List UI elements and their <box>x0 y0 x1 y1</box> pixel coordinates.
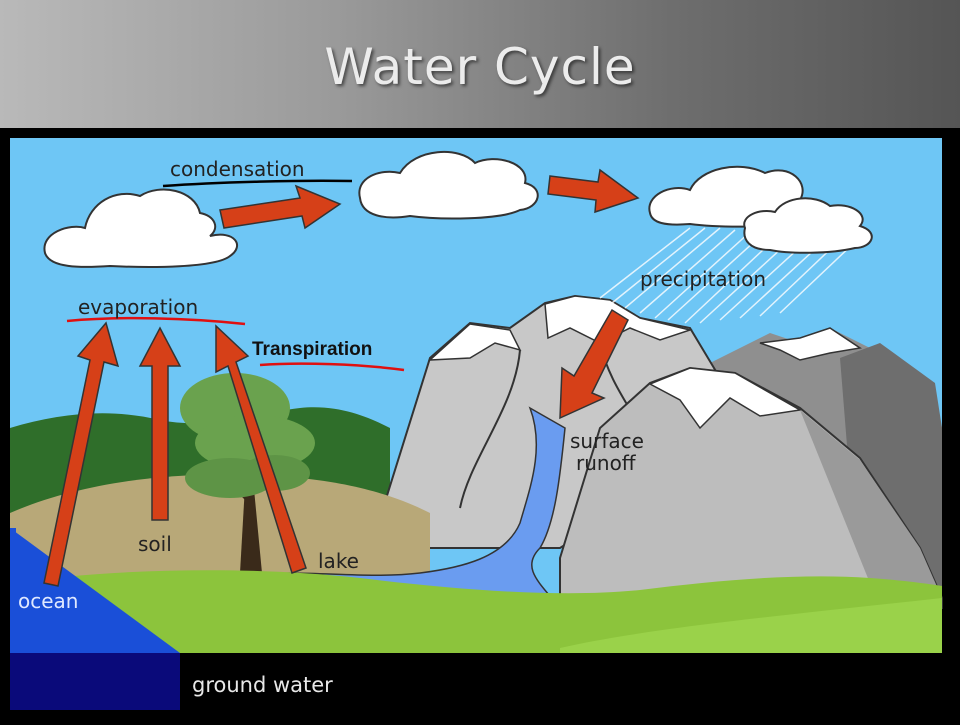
cloud-right <box>648 165 873 254</box>
label-condensation: condensation <box>170 157 305 181</box>
snow-cap-front <box>648 367 803 430</box>
label-ocean: ocean <box>18 589 78 613</box>
evaporation-underline <box>66 316 246 326</box>
arrow-ocean-up <box>43 321 120 587</box>
front-mountain-shadow <box>800 410 942 608</box>
tree <box>180 373 315 573</box>
slide-title: Water Cycle <box>324 38 636 96</box>
arrow-soil-up <box>138 326 182 521</box>
ridge-line-1 <box>459 349 521 509</box>
label-evaporation: evaporation <box>78 295 198 319</box>
ground-water <box>10 653 180 710</box>
condensation-underline <box>162 179 353 188</box>
diagram-svg: condensation evaporation Transpiration p… <box>0 128 960 720</box>
arrow-condensation-1 <box>219 184 342 230</box>
condensation-arrows <box>219 168 640 230</box>
arrow-condensation-2 <box>547 168 640 214</box>
label-lake: lake <box>318 549 359 573</box>
transpiration-underline <box>259 362 405 372</box>
label-runoff: runoff <box>576 451 637 475</box>
snow-cap-3 <box>759 327 862 361</box>
label-soil: soil <box>138 532 172 556</box>
evaporation-arrows <box>43 321 307 587</box>
arrow-precipitation-down <box>559 308 629 420</box>
arrow-lake-up <box>215 324 307 574</box>
cloud-left <box>43 188 238 268</box>
label-precipitation: precipitation <box>640 267 766 291</box>
label-surface: surface <box>570 429 644 453</box>
label-transpiration: Transpiration <box>252 339 372 360</box>
label-ground-water: ground water <box>192 673 333 697</box>
slide-header: Water Cycle <box>0 0 960 128</box>
water-cycle-diagram: condensation evaporation Transpiration p… <box>0 128 960 720</box>
soil-hill <box>10 474 430 598</box>
cloud-middle <box>358 150 539 220</box>
